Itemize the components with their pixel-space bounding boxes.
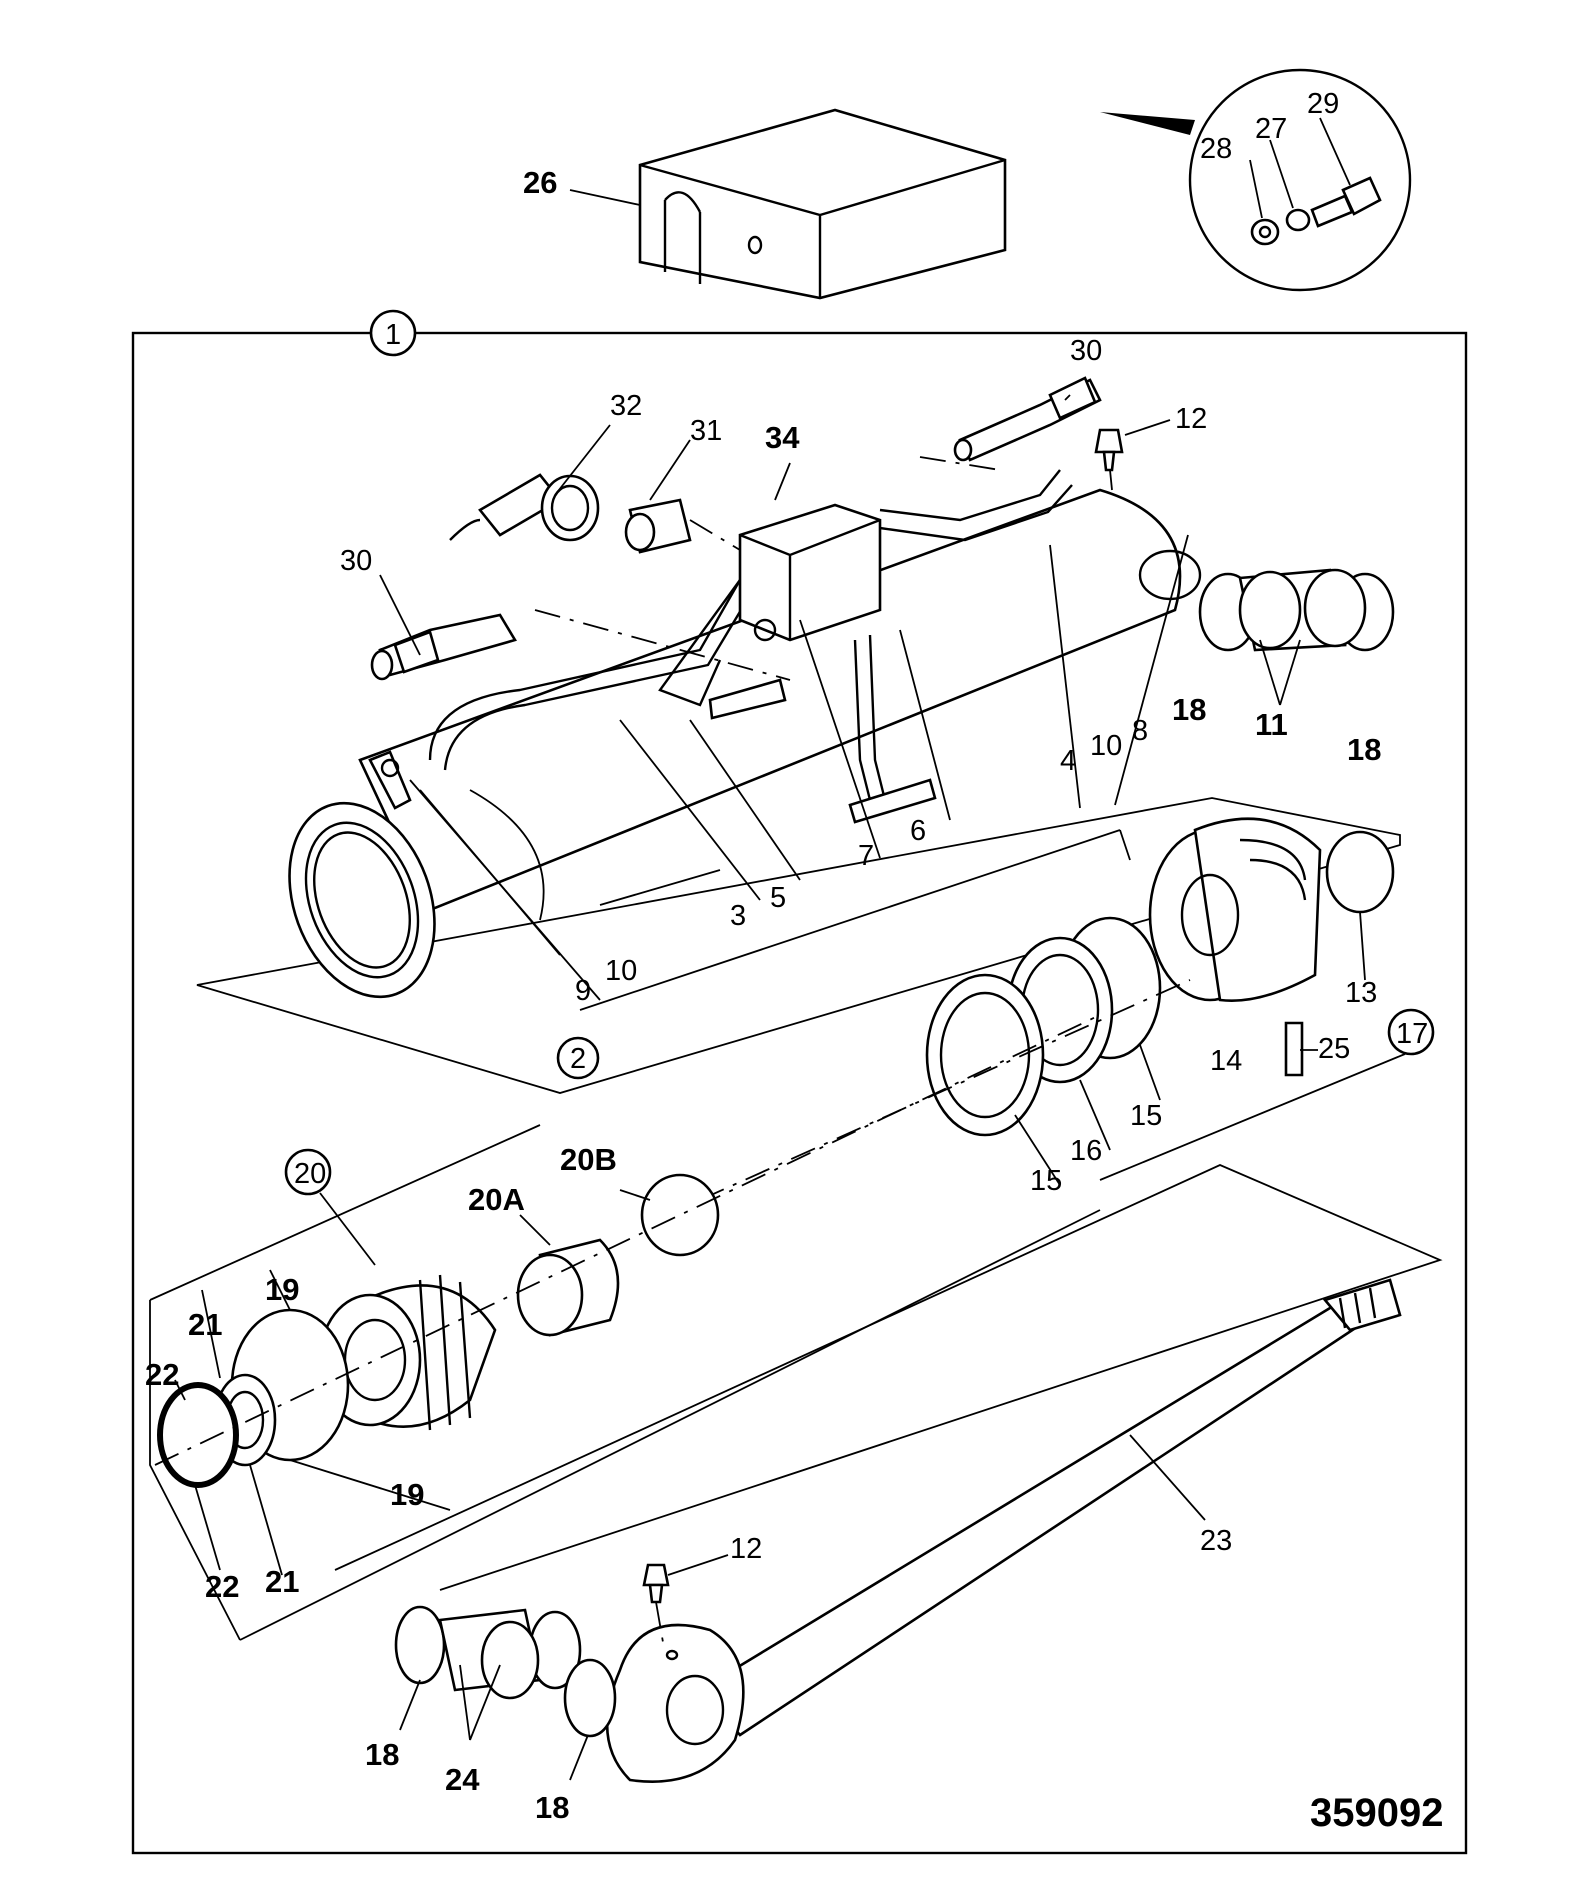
part-label-31: 31: [690, 415, 722, 447]
callout-circle-1: [369, 309, 417, 357]
part-label-30-left: 30: [340, 545, 372, 577]
part-label-24: 24: [445, 1762, 480, 1797]
part-label-15-right: 15: [1130, 1100, 1162, 1132]
part-label-18-b: 18: [1347, 732, 1381, 767]
part-label-15-left: 15: [1030, 1165, 1062, 1197]
part-label-18-a: 18: [1172, 692, 1206, 727]
part-label-30-top: 30: [1070, 335, 1102, 367]
piston-seal-parts-15-16: [925, 916, 1162, 1186]
part-label-18-c: 18: [365, 1737, 399, 1772]
pipe-stub-parts-5-6: [708, 678, 937, 824]
o-ring-part-13: [1325, 830, 1395, 914]
part-label-21-top: 21: [188, 1307, 222, 1342]
part-label-6: 6: [910, 815, 926, 847]
part-label-26: 26: [523, 165, 557, 200]
part-label-20B: 20B: [560, 1142, 617, 1177]
part-label-27: 27: [1255, 113, 1287, 145]
part-label-23: 23: [1200, 1525, 1232, 1557]
part-label-1: 1: [385, 319, 401, 351]
part-label-20A: 20A: [468, 1182, 525, 1217]
rod-eye: [605, 1623, 745, 1783]
part-label-10-right: 10: [1090, 730, 1122, 762]
bushes-part-11: [1198, 568, 1395, 706]
grease-nipple-part-12-bottom: [642, 1554, 729, 1649]
part-label-19-bottom: 19: [390, 1477, 424, 1512]
rod-eye-bushes-part-24: [394, 1605, 617, 1781]
guard-cover-part-26: [638, 108, 1007, 300]
detail-circle-fasteners: [1100, 68, 1412, 292]
part-label-14: 14: [1210, 1045, 1242, 1077]
part-label-18-d: 18: [535, 1790, 569, 1825]
assembly-frame: [131, 331, 1468, 1855]
part-label-4: 4: [1060, 745, 1076, 777]
connector-plug-part-32: [449, 473, 600, 542]
bush-part-20A: [516, 1238, 620, 1337]
part-label-28: 28: [1200, 133, 1232, 165]
part-label-20: 20: [294, 1158, 326, 1190]
part-label-2: 2: [570, 1043, 586, 1075]
callout-circle-2: [556, 1036, 600, 1080]
part-label-22-bottom: 22: [205, 1569, 239, 1604]
part-label-32: 32: [610, 390, 642, 422]
part-label-7: 7: [858, 840, 874, 872]
part-label-21-bottom: 21: [265, 1564, 299, 1599]
part-label-34: 34: [765, 420, 800, 455]
part-label-22-top: 22: [145, 1357, 179, 1392]
part-label-12-bottom: 12: [730, 1533, 762, 1565]
leader-lines-upper: [379, 394, 1189, 1011]
piston-rod-part-23: [697, 1278, 1402, 1737]
circlip-part-20B: [640, 1173, 720, 1257]
part-label-19-top: 19: [265, 1272, 299, 1307]
part-label-11: 11: [1255, 707, 1288, 742]
part-label-25: 25: [1318, 1033, 1350, 1065]
part-label-12-top: 12: [1175, 403, 1207, 435]
part-label-8: 8: [1132, 715, 1148, 747]
hydraulic-pipes: [428, 469, 1073, 801]
wiper-seal-parts-21-22: [157, 1289, 283, 1576]
part-label-13: 13: [1345, 977, 1377, 1009]
relief-valve-part-30-right: [953, 376, 1102, 462]
part-label-5: 5: [770, 882, 786, 914]
part-label-3: 3: [730, 900, 746, 932]
grease-nipple-part-12-top: [1094, 428, 1124, 491]
part-label-9: 9: [575, 975, 591, 1007]
part-label-10-left: 10: [605, 955, 637, 987]
callout-circle-20: [284, 1148, 332, 1196]
part-label-16: 16: [1070, 1135, 1102, 1167]
pin-part-25: [1284, 1021, 1304, 1077]
drawing-number: 359092: [1310, 1791, 1443, 1835]
pressure-switch-part-31: [624, 498, 741, 554]
relief-valve-part-30-left: [370, 613, 517, 681]
callout-circle-17: [1387, 1008, 1435, 1056]
part-label-17: 17: [1396, 1018, 1428, 1050]
valve-block-part-34: [738, 503, 882, 642]
piston-part-14: [1148, 817, 1322, 1002]
part-label-29: 29: [1307, 88, 1339, 120]
